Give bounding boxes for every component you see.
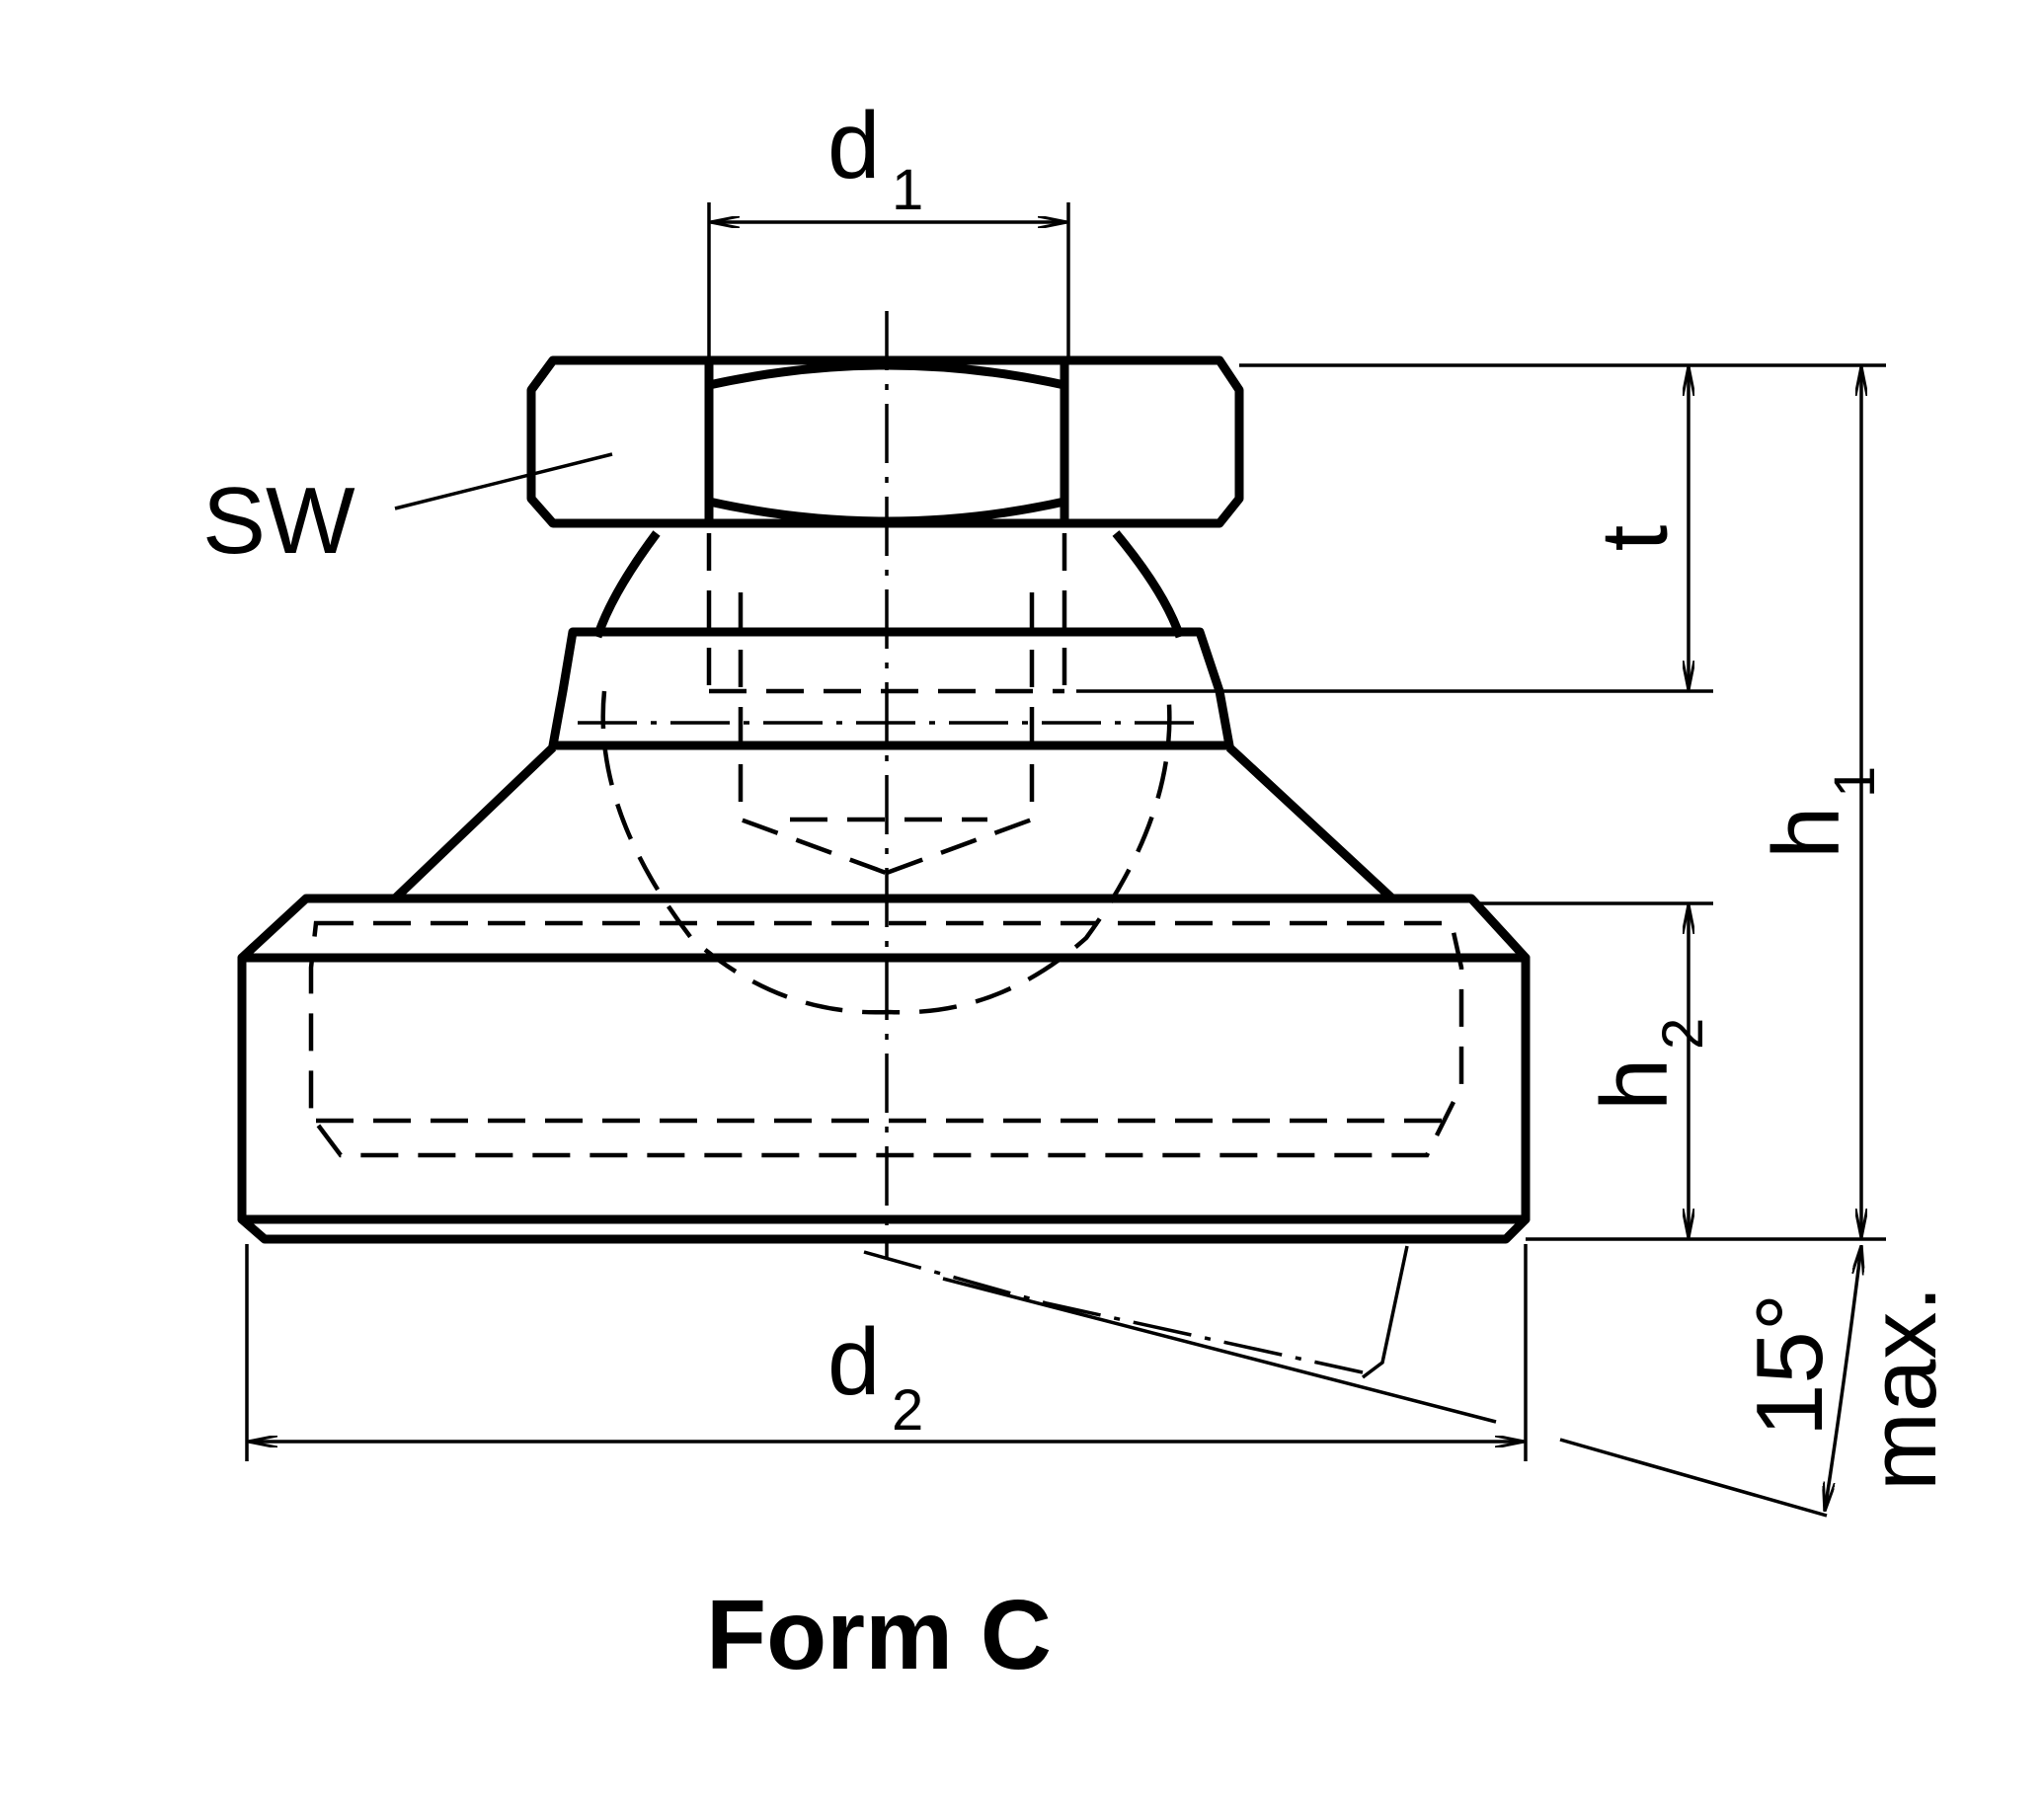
h2-label-group: h 2 bbox=[1582, 1018, 1715, 1111]
tilted-pad-outline bbox=[942, 1245, 1828, 1518]
d2-label: d bbox=[827, 1309, 880, 1415]
angle-label: 15° bbox=[1737, 1293, 1843, 1437]
d1-subscript: 1 bbox=[892, 158, 923, 222]
angle-arc bbox=[1825, 1246, 1861, 1511]
dimension-lines bbox=[249, 222, 1861, 1511]
sw-leader-line bbox=[394, 452, 613, 510]
extension-lines bbox=[245, 202, 1886, 1461]
h1-subscript: 1 bbox=[1823, 766, 1887, 798]
angle-note-label: max. bbox=[1850, 1286, 1956, 1491]
d2-subscript: 2 bbox=[892, 1378, 923, 1443]
h1-label: h bbox=[1754, 807, 1859, 859]
sw-label: SW bbox=[202, 468, 355, 574]
conical-body bbox=[391, 743, 1396, 902]
h2-subscript: 2 bbox=[1651, 1018, 1715, 1050]
base-pad bbox=[237, 894, 1531, 1244]
t-label: t bbox=[1582, 525, 1688, 552]
d1-label: d bbox=[827, 93, 880, 198]
collar-ring bbox=[548, 627, 1234, 750]
center-lines bbox=[578, 311, 1364, 1374]
form-caption: Form C bbox=[706, 1580, 1052, 1690]
h1-label-group: h 1 bbox=[1754, 766, 1887, 859]
labels: SW d 1 d 2 t h 1 h 2 15° max. Form C bbox=[202, 93, 1956, 1690]
ball-neck bbox=[592, 530, 1185, 639]
h2-label: h bbox=[1582, 1058, 1688, 1111]
